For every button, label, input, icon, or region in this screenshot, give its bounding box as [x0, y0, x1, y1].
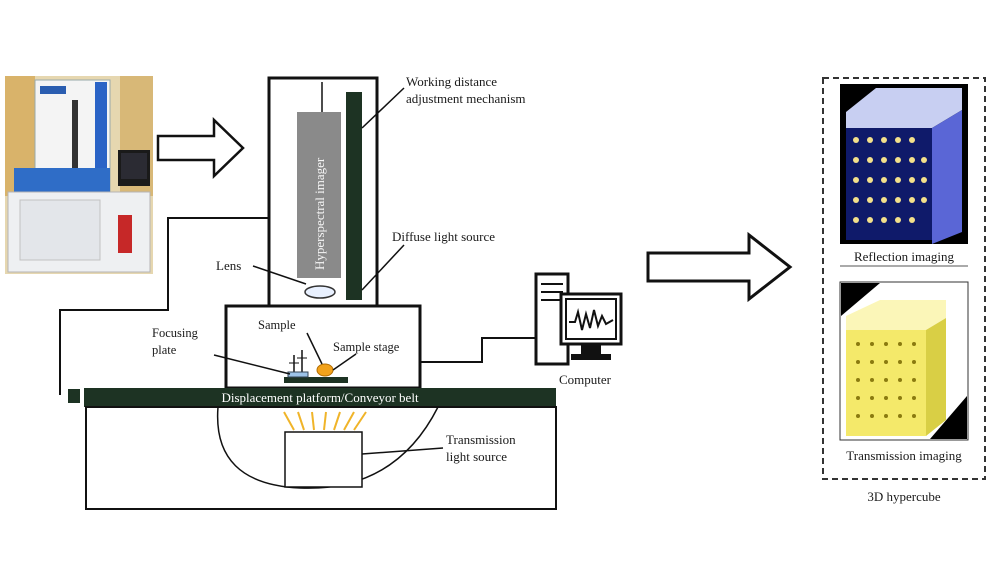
conveyor-belt: [84, 388, 556, 407]
instrument-photo: [5, 76, 153, 274]
working-distance-label-2: adjustment mechanism: [406, 91, 526, 106]
focusing-plate-label-1: Focusing: [152, 326, 199, 340]
data-cable-left: [59, 217, 269, 395]
sample-label: Sample: [258, 318, 296, 332]
data-cable-right: [420, 337, 538, 363]
hypercube-label: 3D hypercube: [867, 489, 941, 504]
reflection-cube: [840, 84, 968, 244]
focusing-plate: [287, 350, 309, 378]
conveyor-label: Displacement platform/Conveyor belt: [221, 390, 419, 405]
sample-stage: [284, 377, 348, 383]
light-reflector: [216, 406, 439, 489]
imager-label: Hyperspectral imager: [312, 157, 327, 270]
sample-stage-label: Sample stage: [333, 340, 400, 354]
light-rays: [283, 411, 367, 431]
reflection-imaging-label: Reflection imaging: [854, 249, 955, 264]
transmission-cube: [839, 281, 969, 441]
lens: [304, 285, 336, 299]
computer-icon: [534, 272, 623, 366]
focusing-plate-label-2: plate: [152, 343, 177, 357]
working-distance-label-1: Working distance: [406, 74, 497, 89]
transmission-imaging-label: Transmission imaging: [846, 448, 962, 463]
hyperspectral-imager: [297, 112, 341, 278]
adjustment-rail: [346, 92, 362, 300]
transmission-light-source: [284, 431, 363, 488]
computer-label: Computer: [559, 372, 612, 387]
right-arrow-icon: [156, 117, 245, 179]
diffuse-light-label: Diffuse light source: [392, 229, 495, 244]
waveform-icon: [569, 308, 614, 331]
transmission-label-2: light source: [446, 449, 507, 464]
transmission-label-1: Transmission: [446, 432, 516, 447]
sample: [316, 363, 334, 377]
big-right-arrow-icon: [646, 231, 793, 303]
lens-label: Lens: [216, 258, 241, 273]
